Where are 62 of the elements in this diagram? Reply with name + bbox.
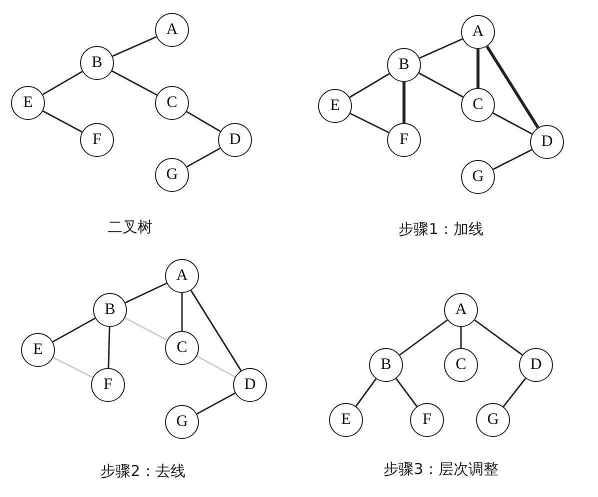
- tree-node: C: [165, 331, 199, 365]
- tree-edge: [474, 319, 523, 356]
- tree-node: C: [461, 88, 495, 122]
- tree-edge: [181, 293, 183, 331]
- tree-node: G: [155, 158, 189, 192]
- tree-edge: [124, 317, 168, 341]
- tree-edge: [52, 318, 96, 342]
- tree-edge: [402, 82, 406, 123]
- tree-node: B: [93, 293, 127, 327]
- tree-edge: [350, 112, 390, 134]
- panel-caption: 二叉树: [108, 218, 152, 237]
- tree-edge: [418, 72, 464, 98]
- tree-edge: [419, 38, 463, 59]
- tree-node: A: [444, 293, 478, 327]
- tree-edge: [492, 112, 532, 135]
- tree-edge: [196, 392, 236, 415]
- tree-node: B: [387, 48, 421, 82]
- tree-node: G: [461, 160, 495, 194]
- tree-node: C: [155, 86, 189, 120]
- tree-edge: [486, 46, 540, 128]
- tree-edge: [108, 326, 110, 368]
- panel-caption: 步骤3：层次调整: [384, 460, 498, 479]
- tree-node: E: [318, 89, 352, 123]
- tree-edge: [349, 73, 390, 98]
- tree-node: G: [165, 405, 199, 439]
- tree-edge: [355, 378, 377, 407]
- tree-node: F: [410, 403, 444, 437]
- tree-node: F: [91, 368, 125, 402]
- tree-node: B: [80, 46, 114, 80]
- tree-node: A: [155, 13, 189, 47]
- tree-node: G: [476, 403, 510, 437]
- tree-edge: [52, 356, 94, 378]
- tree-node: E: [329, 403, 363, 437]
- tree-node: E: [11, 86, 45, 120]
- tree-node: D: [530, 125, 564, 159]
- tree-node: D: [233, 368, 267, 402]
- tree-node: E: [21, 333, 55, 367]
- tree-edge: [112, 70, 158, 96]
- tree-node: F: [387, 123, 421, 157]
- tree-edge: [196, 355, 236, 378]
- tree-edge: [42, 110, 82, 133]
- tree-node: F: [80, 123, 114, 157]
- tree-edge: [125, 282, 167, 304]
- panel-caption: 步骤1：加线: [398, 220, 484, 239]
- tree-edge: [186, 148, 220, 168]
- panel-caption: 步骤2：去线: [100, 462, 186, 481]
- tree-edge: [112, 36, 157, 57]
- tree-edge: [502, 378, 526, 408]
- tree-edge: [190, 290, 242, 371]
- tree-edge: [186, 110, 221, 132]
- tree-edge: [396, 378, 418, 407]
- tree-node: D: [218, 123, 252, 157]
- tree-node: B: [369, 348, 403, 382]
- tree-edge: [399, 319, 448, 356]
- tree-node: A: [165, 259, 199, 293]
- tree-edge: [460, 327, 462, 348]
- tree-node: A: [461, 15, 495, 49]
- tree-node: C: [444, 348, 478, 382]
- tree-edge: [476, 49, 480, 88]
- tree-edge: [492, 149, 532, 170]
- tree-edge: [42, 70, 83, 96]
- tree-node: D: [519, 348, 553, 382]
